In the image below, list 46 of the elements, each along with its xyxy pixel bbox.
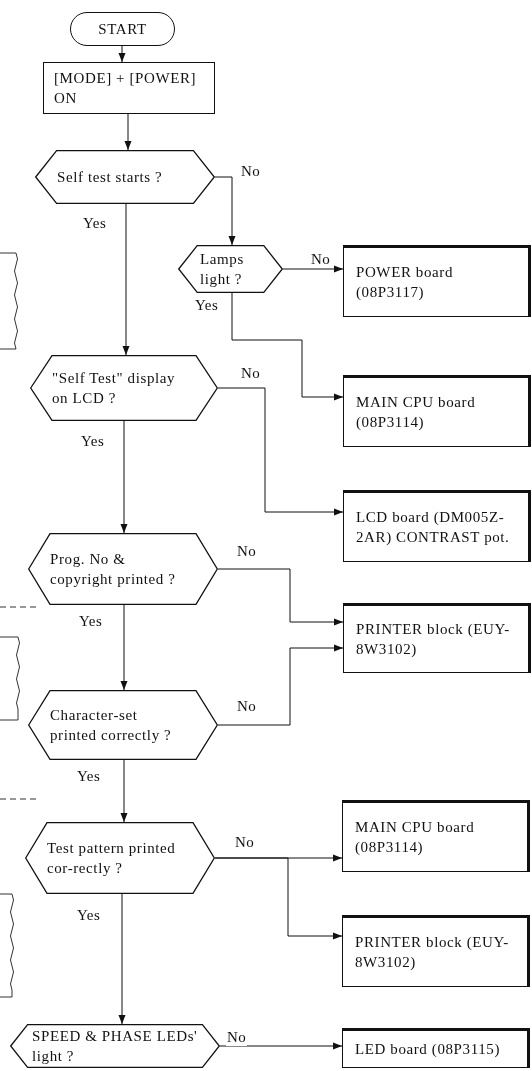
node-text: Test pattern printed cor-rectly ? [47,839,177,878]
connector-arrow [118,893,126,1025]
node-text: LED board (08P3115) [355,1040,500,1059]
connector-arrow [124,113,132,151]
decision-hexagon [25,822,215,894]
connector-arrow [214,176,236,246]
process-box [43,62,215,114]
node-text: Lamps light ? [200,250,245,289]
connector-arrow [217,644,344,726]
connector-arrow [118,45,126,63]
connector-arrow [120,420,128,534]
connector-arrow [219,1042,343,1050]
decision-hexagon [28,690,218,760]
node-text: Character-set printed correctly ? [50,706,173,745]
decision-hexagon [28,533,218,605]
node-text: [MODE] + [POWER] ON [54,69,198,108]
node-text: PRINTER block (EUY-8W3102) [356,620,511,659]
result-box [342,915,530,987]
decision-hexagon [10,1024,220,1068]
connector-arrow [120,759,128,823]
result-box [342,1028,530,1068]
node-text: "Self Test" display on LCD ? [52,369,177,408]
node-text: START [98,20,147,39]
connector-arrow [231,292,344,401]
result-box [343,490,531,562]
result-box [342,800,530,872]
result-box [343,375,531,447]
node-text: MAIN CPU board (08P3114) [356,393,477,432]
decision-hexagon [178,245,283,293]
connector-arrow [120,604,128,691]
decision-hexagon [35,150,215,204]
node-text: PRINTER block (EUY-8W3102) [355,933,510,972]
connector-arrow [214,857,343,940]
connector-arrow [217,387,344,516]
node-text: LCD board (DM005Z-2AR) CONTRAST pot. [356,508,511,547]
connector-arrow [282,265,344,273]
connector-arrow [122,203,130,356]
node-text: Self test starts ? [57,168,164,187]
result-box [343,245,531,317]
node-text: MAIN CPU board (08P3114) [355,818,476,857]
node-text: Prog. No & copyright printed ? [50,550,177,589]
result-box [343,603,531,673]
decision-hexagon [30,355,218,421]
node-text: POWER board (08P3117) [356,263,454,302]
connector-arrow [217,568,344,626]
node-text: SPEED & PHASE LEDs' light ? [32,1027,198,1066]
